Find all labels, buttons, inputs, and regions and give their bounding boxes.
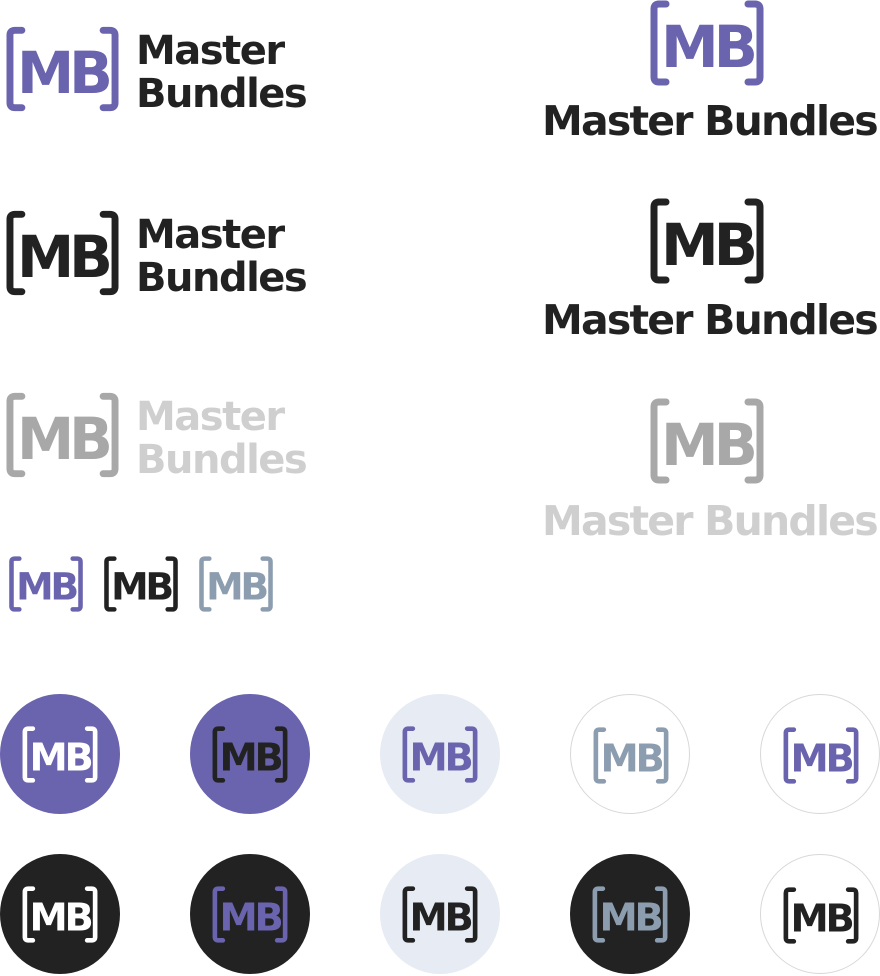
left-bracket-shape <box>783 887 797 944</box>
left-bracket-shape <box>593 727 607 784</box>
mb-mark-icon: MB <box>6 210 119 296</box>
logo-stacked-black: MB Master Bundles <box>540 198 879 348</box>
right-bracket-shape <box>165 556 178 612</box>
circle-badge-icon: MB <box>190 694 310 814</box>
wordmark-master-bundles: Master Bundles <box>542 497 879 545</box>
circle-badge-icon: MB <box>0 854 120 974</box>
circle-badge-icon: MB <box>760 694 880 814</box>
mb-letters: MB <box>30 735 92 780</box>
mb-letters: MB <box>220 735 282 780</box>
right-bracket-shape <box>99 210 119 296</box>
right-bracket-shape <box>84 726 98 783</box>
logo-horizontal-black: MB Master Bundles <box>6 210 316 300</box>
right-bracket-shape <box>845 727 859 784</box>
right-bracket-shape <box>99 392 119 478</box>
wordmark-bundles: Bundles <box>136 71 308 117</box>
left-bracket-shape <box>6 392 26 478</box>
left-bracket-shape <box>22 726 36 783</box>
right-bracket-shape <box>84 886 98 943</box>
right-bracket-shape <box>274 726 288 783</box>
mb-mark-icon: MB <box>650 198 764 284</box>
circle-badge-icon: MB <box>380 694 500 814</box>
left-bracket-shape <box>783 727 797 784</box>
wordmark-master: Master <box>136 394 285 440</box>
right-bracket-shape <box>845 887 859 944</box>
logo-stacked-color: MB Master Bundles <box>540 0 879 150</box>
left-bracket-shape <box>592 886 606 943</box>
wordmark-bundles: Bundles <box>136 255 308 301</box>
mb-letters: MB <box>17 406 109 473</box>
circle-badge-icon: MB <box>570 694 690 814</box>
left-bracket-shape <box>6 26 26 112</box>
logo-horizontal-color: MB Master Bundles <box>6 26 316 116</box>
mb-mark-icon: MB <box>6 392 119 478</box>
left-bracket-shape <box>650 0 670 86</box>
mb-letters: MB <box>206 565 267 609</box>
mb-mark-icon: MB <box>650 0 764 86</box>
small-marks-row: MB MB MB <box>8 556 278 614</box>
right-bracket-shape <box>274 886 288 943</box>
circle-badge-icon: MB <box>0 694 120 814</box>
circle-badges-row-1: MB MB MB MB MB <box>0 694 880 816</box>
mb-letters: MB <box>791 896 853 941</box>
mb-letters: MB <box>661 211 755 279</box>
right-bracket-shape <box>654 886 668 943</box>
logo-stacked-gray: MB Master Bundles <box>540 398 879 548</box>
circle-badge-icon: MB <box>190 854 310 974</box>
mb-mark-icon-black: MB <box>103 556 179 612</box>
left-bracket-shape <box>402 726 416 783</box>
circle-badges-row-2: MB MB MB MB MB <box>0 854 880 976</box>
mb-letters: MB <box>601 736 663 781</box>
circle-badge-icon: MB <box>760 854 880 974</box>
right-bracket-shape <box>70 556 83 612</box>
mb-mark-icon-purple: MB <box>8 556 84 612</box>
mb-letters: MB <box>16 565 77 609</box>
mb-letters: MB <box>17 40 109 107</box>
right-bracket-shape <box>744 398 764 484</box>
right-bracket-shape <box>744 198 764 284</box>
right-bracket-shape <box>744 0 764 86</box>
mb-letters: MB <box>410 895 472 940</box>
wordmark-master: Master <box>136 212 285 258</box>
mb-mark-icon: MB <box>6 26 119 112</box>
mb-letters: MB <box>661 411 755 479</box>
circle-badge-icon: MB <box>380 854 500 974</box>
left-bracket-shape <box>212 726 226 783</box>
left-bracket-shape <box>650 198 670 284</box>
mb-letters: MB <box>30 895 92 940</box>
left-bracket-shape <box>9 556 22 612</box>
mb-letters: MB <box>410 735 472 780</box>
mb-letters: MB <box>791 736 853 781</box>
mb-letters: MB <box>661 13 755 81</box>
right-bracket-shape <box>260 556 273 612</box>
wordmark-bundles: Bundles <box>136 437 308 483</box>
mb-letters: MB <box>17 224 109 291</box>
mb-mark-icon-slate: MB <box>198 556 274 612</box>
left-bracket-shape <box>6 210 26 296</box>
left-bracket-shape <box>402 886 416 943</box>
left-bracket-shape <box>199 556 212 612</box>
circle-badge-icon: MB <box>570 854 690 974</box>
left-bracket-shape <box>22 886 36 943</box>
wordmark-master-bundles: Master Bundles <box>542 97 879 145</box>
mb-letters: MB <box>111 565 172 609</box>
right-bracket-shape <box>99 26 119 112</box>
wordmark-master: Master <box>136 28 285 74</box>
mb-letters: MB <box>600 895 662 940</box>
left-bracket-shape <box>212 886 226 943</box>
right-bracket-shape <box>464 726 478 783</box>
logo-horizontal-gray: MB Master Bundles <box>6 392 316 482</box>
mb-mark-icon: MB <box>650 398 764 484</box>
mb-letters: MB <box>220 895 282 940</box>
right-bracket-shape <box>655 727 669 784</box>
wordmark-master-bundles: Master Bundles <box>542 296 879 344</box>
right-bracket-shape <box>464 886 478 943</box>
left-bracket-shape <box>104 556 117 612</box>
left-bracket-shape <box>650 398 670 484</box>
